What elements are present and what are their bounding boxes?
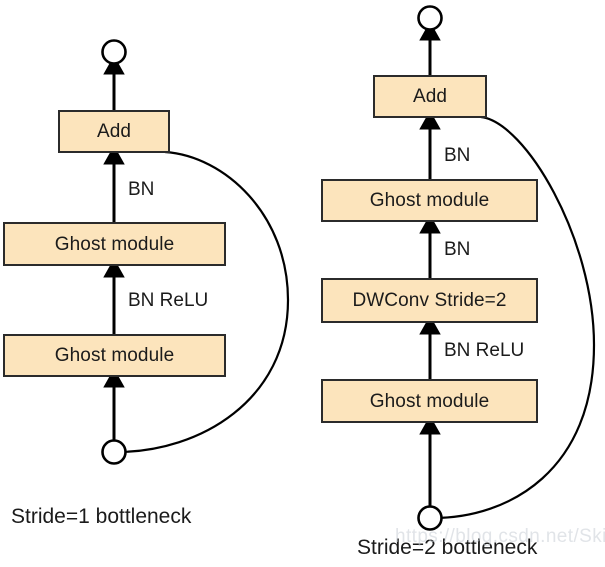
right-input-node-circle	[417, 505, 443, 531]
left-edge-label-bn: BN	[128, 179, 155, 200]
left-edge-label-bn-relu: BN ReLU	[128, 290, 209, 311]
right-edge-label-bn-top: BN	[444, 145, 471, 166]
left-ghost-module-lower-box: Ghost module	[3, 334, 226, 377]
left-add-box: Add	[58, 110, 170, 153]
right-ghost-module-upper-box: Ghost module	[321, 179, 538, 222]
left-diagram-caption: Stride=1 bottleneck	[11, 505, 192, 528]
left-input-node-circle	[101, 439, 127, 465]
right-edge-label-bn-relu: BN ReLU	[444, 340, 525, 361]
left-ghost-module-upper-box: Ghost module	[3, 222, 226, 266]
right-dwconv-stride2-box: DWConv Stride=2	[321, 278, 538, 323]
right-edge-label-bn-mid: BN	[444, 239, 471, 260]
right-ghost-module-lower-box: Ghost module	[321, 379, 538, 423]
left-shortcut-curve	[116, 150, 290, 454]
right-diagram-caption: Stride=2 bottleneck	[357, 536, 538, 559]
right-add-box: Add	[373, 75, 487, 118]
right-output-node-circle	[417, 5, 443, 31]
right-shortcut-curve	[432, 115, 596, 520]
left-output-node-circle	[101, 39, 127, 65]
